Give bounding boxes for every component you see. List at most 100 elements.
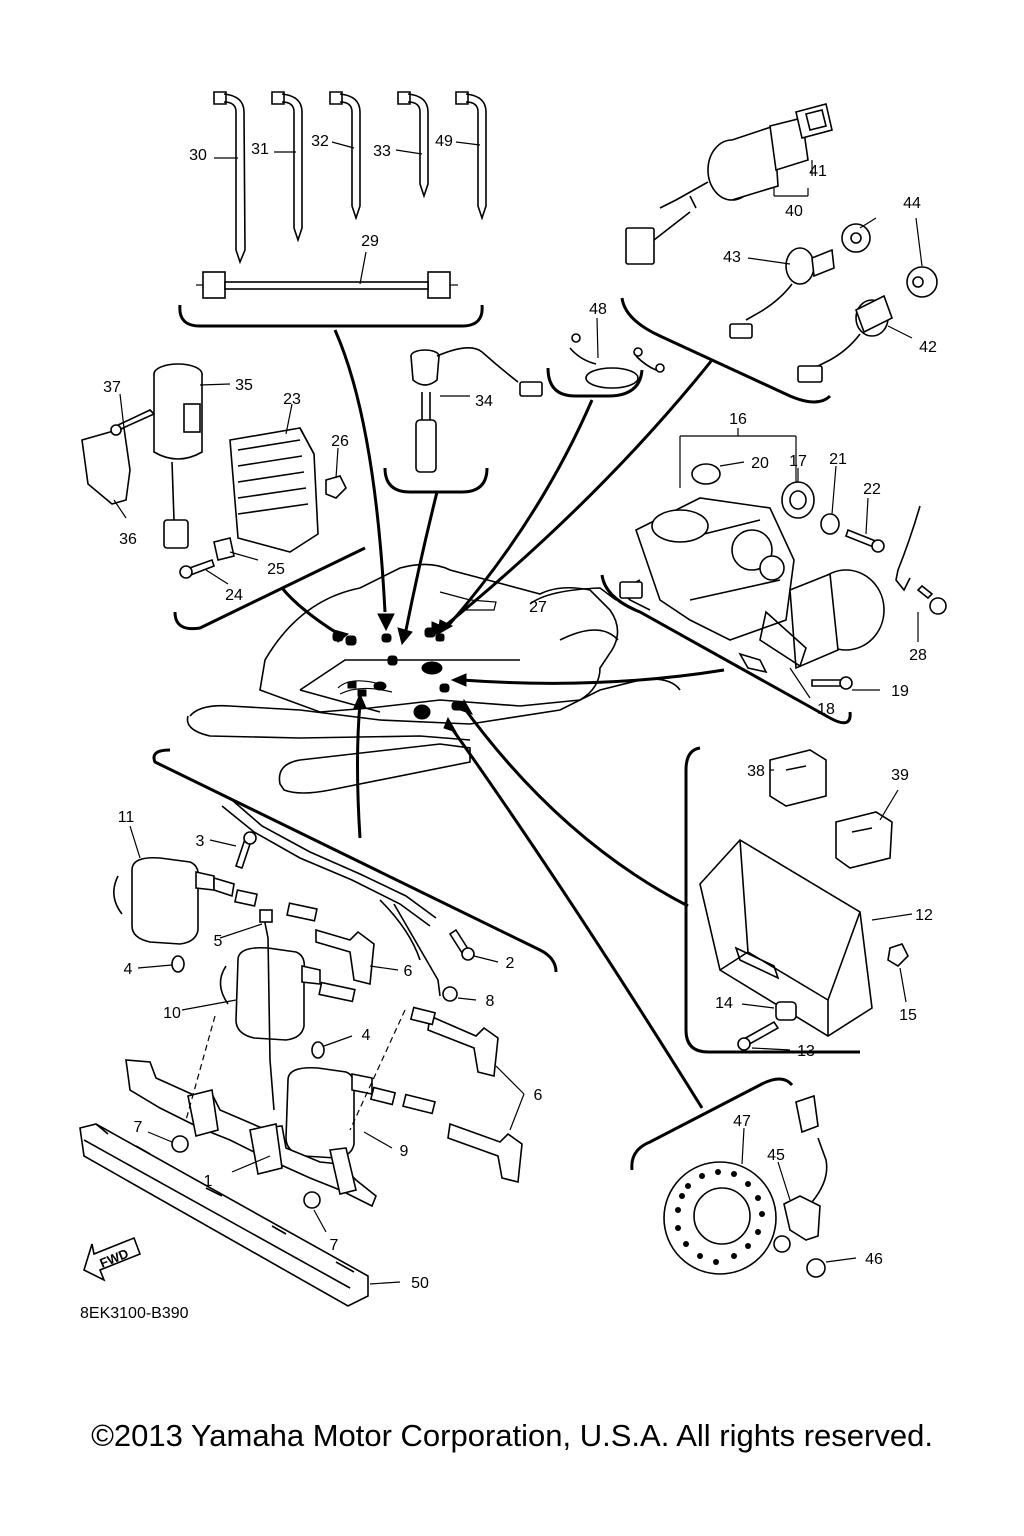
part-label-7a: 7 <box>134 1119 143 1136</box>
plug-cap-6a <box>315 928 375 986</box>
wire-harness-lead <box>221 799 441 997</box>
part-label-20: 20 <box>751 455 769 472</box>
key-41 <box>795 103 833 139</box>
part-label-36: 36 <box>119 531 137 548</box>
part-label-9: 9 <box>400 1143 409 1160</box>
collar-14 <box>775 1001 797 1021</box>
part-label-7b: 7 <box>330 1237 339 1254</box>
collar-4a <box>171 955 185 973</box>
part-label-21: 21 <box>829 451 847 468</box>
bushing-20 <box>691 463 721 485</box>
part-label-25: 25 <box>267 561 285 578</box>
part-label-47: 47 <box>733 1113 751 1130</box>
sensor-34-group <box>410 347 543 473</box>
part-label-39: 39 <box>891 767 909 784</box>
tie-5 <box>259 909 275 1111</box>
part-label-44: 44 <box>903 195 921 212</box>
part-label-28: 28 <box>909 647 927 664</box>
part-label-27: 27 <box>529 599 547 616</box>
nut-44a <box>841 223 871 253</box>
part-label-31: 31 <box>251 141 269 158</box>
part-label-6b: 6 <box>534 1087 543 1104</box>
part-label-4b: 4 <box>362 1027 371 1044</box>
part-label-6a: 6 <box>404 963 413 980</box>
part-label-15: 15 <box>899 1007 917 1024</box>
part-label-29: 29 <box>361 233 379 250</box>
gear-17 <box>781 481 815 519</box>
part-label-5: 5 <box>214 933 223 950</box>
washer-21 <box>820 513 840 535</box>
rectifier-group <box>81 363 347 585</box>
guard-50 <box>79 1123 369 1307</box>
ignition-group: FWD <box>79 799 525 1307</box>
part-label-10: 10 <box>163 1005 181 1022</box>
clamp-30 <box>213 91 246 265</box>
coil-10 <box>219 946 321 1041</box>
part-label-8: 8 <box>486 993 495 1010</box>
relay-38 <box>769 749 827 807</box>
part-label-18: 18 <box>817 701 835 718</box>
bolt-22 <box>845 528 885 553</box>
starter-group <box>619 428 947 699</box>
main-switch-40 <box>625 117 809 265</box>
part-label-33: 33 <box>373 143 391 160</box>
clamp-32 <box>329 91 361 221</box>
plug-cap-6b <box>427 1014 499 1077</box>
bracket-1 <box>125 1059 377 1208</box>
bolt-19 <box>811 676 853 690</box>
wire-clamps-group <box>196 91 487 299</box>
rotor-47 <box>663 1161 777 1275</box>
part-label-17: 17 <box>789 453 807 470</box>
coil-11 <box>113 856 235 945</box>
part-label-40: 40 <box>785 203 803 220</box>
nut-8 <box>442 986 458 1002</box>
part-label-35: 35 <box>235 377 253 394</box>
part-label-30: 30 <box>189 147 207 164</box>
collar-4b <box>311 1041 325 1059</box>
pickup-coil-45 <box>773 1094 828 1253</box>
part-labels: 1 2 3 4 4 5 6 6 7 7 8 9 10 11 12 13 14 1… <box>80 133 937 1322</box>
bolt-46 <box>806 1258 826 1278</box>
lead-wire <box>895 505 921 592</box>
part-label-4a: 4 <box>124 961 133 978</box>
part-label-50: 50 <box>411 1275 429 1292</box>
bolt-13 <box>737 1020 780 1051</box>
clamp-33 <box>397 91 429 199</box>
screw-2 <box>448 928 475 961</box>
plug-cap-6c <box>447 1122 523 1183</box>
cdi-unit-12 <box>699 838 873 1037</box>
part-label-41: 41 <box>809 163 827 180</box>
rectifier-regulator-23 <box>229 427 319 553</box>
starter-body <box>619 497 885 670</box>
part-label-38: 38 <box>747 763 765 780</box>
copyright-notice: ©2013 Yamaha Motor Corporation, U.S.A. A… <box>91 1418 933 1453</box>
fwd-arrow-icon: FWD <box>83 1236 142 1282</box>
part-label-42: 42 <box>919 339 937 356</box>
part-label-26: 26 <box>331 433 349 450</box>
bolt-24 <box>179 558 216 579</box>
relay-35 <box>153 363 203 549</box>
switch-42 <box>797 294 893 383</box>
part-label-1: 1 <box>204 1173 213 1190</box>
part-label-37: 37 <box>103 379 121 396</box>
location-arrows <box>280 329 725 1109</box>
group-dividers <box>152 297 860 1171</box>
part-label-11: 11 <box>118 809 135 826</box>
part-label-46: 46 <box>865 1251 883 1268</box>
part-label-19: 19 <box>891 683 909 700</box>
switch-43 <box>729 247 835 339</box>
part-label-23: 23 <box>283 391 301 408</box>
screw-37 <box>110 409 156 436</box>
bracket-36 <box>81 426 131 505</box>
coil-9 <box>285 1066 373 1159</box>
cdi-group <box>699 749 913 1051</box>
pickup-group <box>663 1094 857 1278</box>
part-label-32: 32 <box>311 133 329 150</box>
main-switch-group <box>625 103 938 383</box>
clamp-31 <box>271 91 303 243</box>
part-label-13: 13 <box>797 1043 815 1060</box>
nut-26 <box>325 475 347 499</box>
part-label-12: 12 <box>915 907 933 924</box>
nut-7a <box>171 1135 189 1153</box>
nut-44b <box>906 266 938 298</box>
